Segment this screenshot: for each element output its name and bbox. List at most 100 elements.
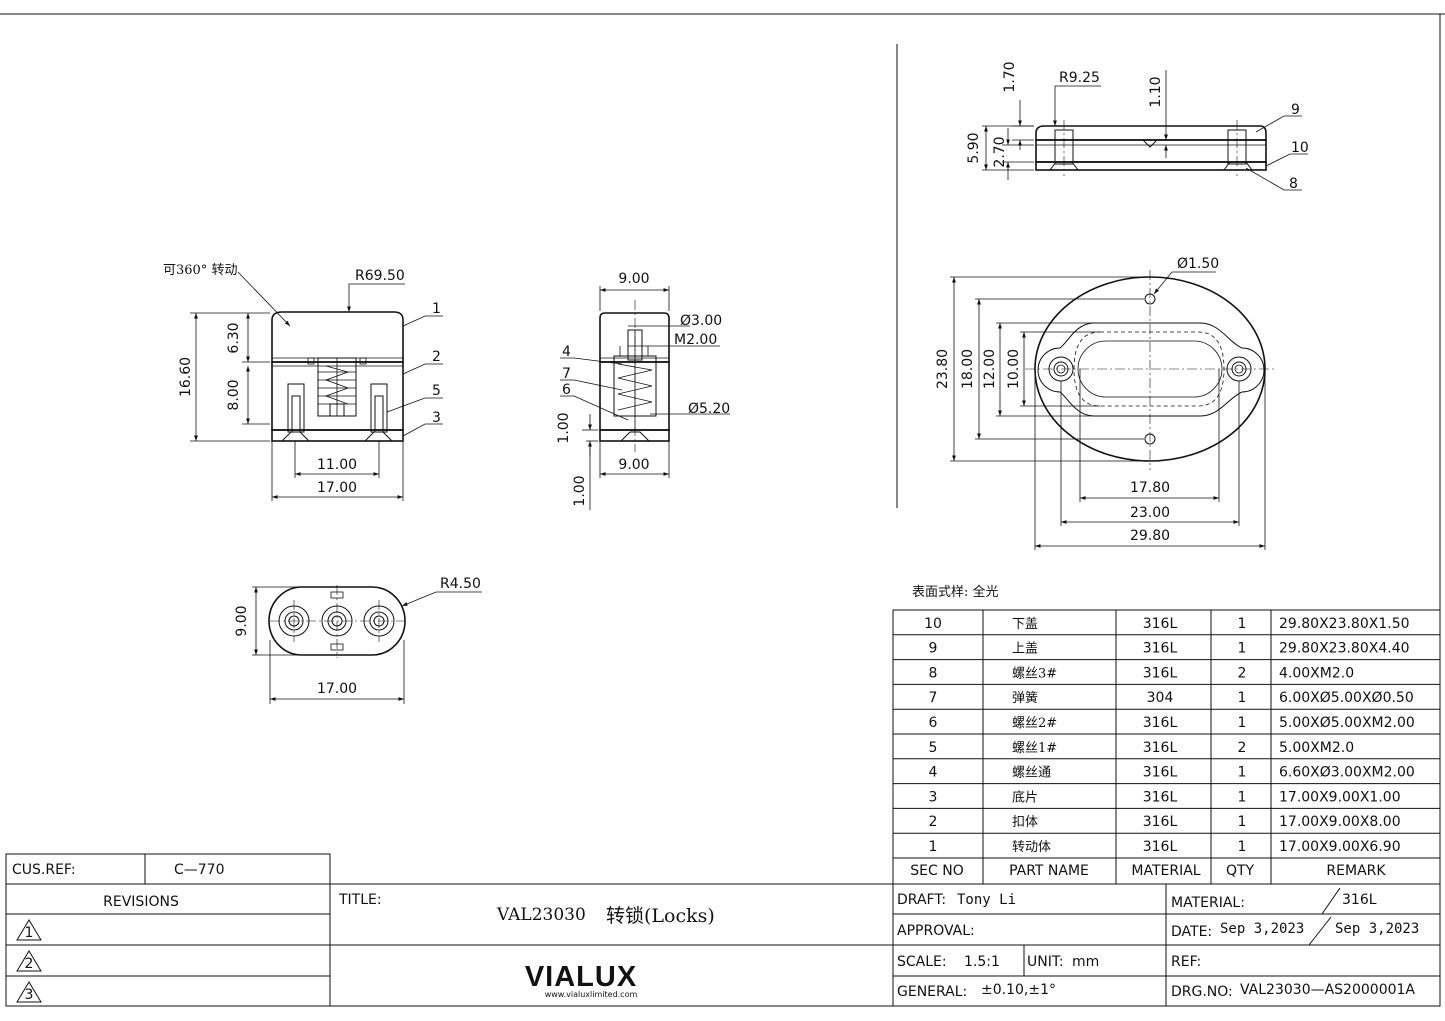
bom-cell-qty: 1 [1238,641,1247,657]
bom-cell-no: 8 [929,665,938,681]
bom-header-qty: QTY [1226,863,1255,879]
bom-cell-name: 螺丝1# [1012,741,1057,756]
bom-cell-name: 上盖 [1012,642,1038,657]
bom-cell-remark: 17.00X9.00X8.00 [1279,814,1401,830]
bom-cell-qty: 1 [1238,690,1247,706]
side-dim-dia-3.00: Ø3.00 [680,313,722,329]
material-value: 316L [1342,892,1377,908]
side-dim-1.00-a: 1.00 [556,412,572,443]
bom-cell-qty: 1 [1238,616,1247,632]
bottom-view: R4.50 9.00 17.00 [234,576,482,704]
title-block: CUS.REF: C—770 REVISIONS 1 2 3 TITLE: VA… [5,853,1441,1007]
surface-note: 表面式样: 全光 [912,584,999,600]
bom-header-remark: REMARK [1326,863,1386,879]
bom-row: 9 上盖 316L 1 29.80X23.80X4.40 [929,641,1410,657]
bom-cell-no: 7 [929,690,938,706]
approval-label: APPROVAL: [897,923,975,939]
section-callout-10: 10 [1291,140,1309,156]
plan-dim-17.80: 17.80 [1130,480,1170,496]
bom-cell-qty: 1 [1238,789,1247,805]
front-callout-1: 1 [432,301,441,317]
front-dim-17.00: 17.00 [317,480,357,496]
bom-cell-material: 316L [1143,715,1178,731]
scale-value: 1.5:1 [964,954,1000,970]
bom-cell-no: 6 [929,715,938,731]
section-dim-5.90: 5.90 [966,132,982,163]
section-dim-1.70: 1.70 [1002,61,1018,92]
bom-cell-material: 316L [1143,641,1178,657]
bottom-dim-17.00: 17.00 [317,681,357,697]
bom-cell-material: 316L [1143,616,1178,632]
bom-header: SEC NO PART NAME MATERIAL QTY REMARK [910,863,1386,879]
plan-dim-10.00: 10.00 [1006,349,1022,389]
bom-cell-material: 316L [1143,740,1178,756]
vialux-logo: VIALUX [525,961,637,993]
plan-dia-label: Ø1.50 [1177,256,1219,272]
front-dim-8.00: 8.00 [226,379,242,410]
drg-no-label: DRG.NO: [1171,984,1233,1000]
bom-cell-material: 316L [1143,765,1178,781]
plan-view: Ø1.50 23.80 18.00 12.00 10.00 17.80 23.0… [935,256,1275,550]
bottom-dim-9.00: 9.00 [234,605,250,636]
bom-cell-material: 316L [1143,839,1178,855]
bom-cell-qty: 1 [1238,765,1247,781]
bom-cell-qty: 2 [1238,740,1247,756]
plan-dim-29.80: 29.80 [1130,528,1170,544]
draft-value: Tony Li [957,892,1016,908]
draft-label: DRAFT: [897,892,946,908]
bom-cell-remark: 5.00XØ5.00XM2.00 [1279,715,1415,731]
bom-cell-material: 304 [1147,690,1174,706]
bom-cell-material: 316L [1143,814,1178,830]
bom-cell-remark: 6.00XØ5.00XØ0.50 [1279,690,1414,706]
cus-ref-value: C—770 [174,862,225,878]
bom-header-no: SEC NO [910,863,963,879]
scale-label: SCALE: [897,954,947,970]
front-dim-11.00: 11.00 [317,457,357,473]
section-callout-8: 8 [1289,176,1298,192]
bom-cell-no: 3 [929,789,938,805]
bom-cell-remark: 6.60XØ3.00XM2.00 [1279,765,1415,781]
front-callout-3: 3 [432,410,441,426]
side-dim-1.00-b: 1.00 [572,475,588,506]
unit-value: mm [1072,954,1099,970]
section-dim-1.10: 1.10 [1148,76,1164,107]
bom-cell-no: 10 [924,616,942,632]
side-dim-m2.00: M2.00 [674,332,717,348]
side-dim-dia-5.20: Ø5.20 [688,401,730,417]
bom-cell-remark: 29.80X23.80X4.40 [1279,641,1410,657]
plan-dim-23.80: 23.80 [935,349,951,389]
section-view: 1.70 R9.25 1.10 5.90 2.70 9 10 8 [966,61,1309,192]
material-label: MATERIAL: [1171,895,1245,911]
bom-cell-no: 9 [929,641,938,657]
svg-text:3: 3 [25,987,34,1003]
drg-no-value: VAL23030—AS2000001A [1240,982,1415,998]
general-label: GENERAL: [897,984,967,1000]
bom-cell-material: 316L [1143,665,1178,681]
bom-cell-qty: 2 [1238,665,1247,681]
title-name: 转锁(Locks) [606,905,715,927]
front-radius-label: R69.50 [355,268,405,284]
section-callout-9: 9 [1291,102,1300,118]
plan-dim-18.00: 18.00 [960,349,976,389]
front-callout-2: 2 [432,349,441,365]
bom-cell-name: 螺丝2# [1012,716,1057,731]
front-callout-5: 5 [432,383,441,399]
bom-cell-remark: 4.00XM2.0 [1279,665,1354,681]
front-view: 可360° 转动 R69.50 1 2 5 3 16.60 6.30 8.00 … [163,263,443,501]
title-code: VAL23030 [496,905,586,925]
bom-cell-no: 5 [929,740,938,756]
side-dim-9.00-bottom: 9.00 [618,457,649,473]
bom-cell-qty: 1 [1238,715,1247,731]
bom-cell-no: 4 [929,765,938,781]
title-label: TITLE: [338,892,382,908]
bom-cell-qty: 1 [1238,814,1247,830]
cus-ref-label: CUS.REF: [12,862,76,878]
side-callout-4: 4 [562,344,571,360]
